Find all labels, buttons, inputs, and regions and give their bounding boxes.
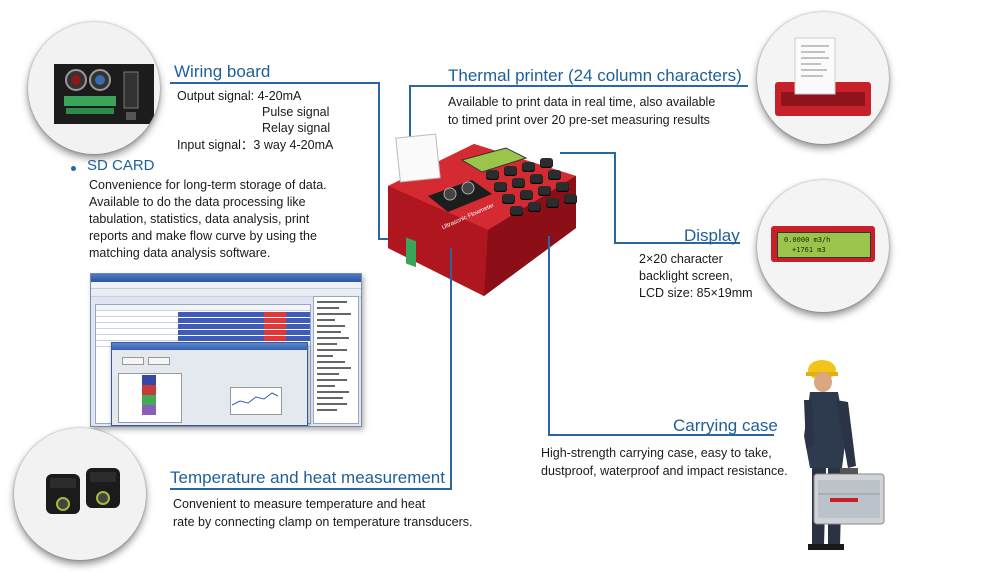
software-menubar bbox=[91, 282, 361, 289]
keypad-key bbox=[486, 170, 499, 180]
sd-card-line-4: reports and make flow curve by using the bbox=[89, 229, 317, 243]
software-side-panel bbox=[313, 296, 359, 424]
carrying-case-connector-vertical bbox=[548, 236, 550, 436]
keypad-key bbox=[522, 162, 535, 172]
lcd-line-1: 0.0000 m3/h bbox=[784, 236, 831, 244]
display-line-3: LCD size: 85×19mm bbox=[639, 286, 753, 300]
temperature-connector bbox=[450, 248, 452, 490]
display-line-1: 2×20 character bbox=[639, 252, 723, 266]
pulse-signal-text: Pulse signal bbox=[262, 105, 330, 119]
keypad-key bbox=[548, 170, 561, 180]
carrying-case-underline bbox=[548, 434, 774, 436]
wiring-board-underline bbox=[170, 82, 379, 84]
display-line-2: backlight screen, bbox=[639, 269, 733, 283]
keypad-key bbox=[528, 202, 541, 212]
keypad-key bbox=[540, 158, 553, 168]
temperature-transducers-image bbox=[46, 468, 120, 514]
keypad-key bbox=[502, 194, 515, 204]
carrying-case-line-1: High-strength carrying case, easy to tak… bbox=[541, 446, 772, 460]
software-toolbar bbox=[91, 289, 361, 297]
thermal-printer-title: Thermal printer (24 column characters) bbox=[448, 66, 742, 85]
carrying-case-title: Carrying case bbox=[673, 416, 778, 435]
keypad-key bbox=[546, 198, 559, 208]
relay-signal-text: Relay signal bbox=[262, 121, 331, 135]
keypad-key bbox=[564, 194, 577, 204]
temperature-underline bbox=[170, 488, 451, 490]
wiring-board-photo bbox=[28, 22, 160, 154]
keypad-key bbox=[520, 190, 533, 200]
sd-card-title: SD CARD bbox=[87, 157, 155, 174]
thermal-printer-photo bbox=[757, 12, 889, 144]
lcd-line-2: +1761 m3 bbox=[792, 246, 826, 254]
worker-with-case-image bbox=[804, 360, 885, 550]
thermal-printer-connector bbox=[409, 85, 411, 141]
keypad-key bbox=[510, 206, 523, 216]
data-analysis-software-screenshot bbox=[90, 273, 362, 427]
keypad-key bbox=[494, 182, 507, 192]
display-title: Display bbox=[684, 226, 740, 245]
wiring-board-image bbox=[54, 64, 154, 124]
keypad-key bbox=[530, 174, 543, 184]
output-signal-text: Output signal: 4-20mA bbox=[177, 89, 302, 103]
sd-card-line-5: matching data analysis software. bbox=[89, 246, 271, 260]
display-connector-horizontal-top bbox=[560, 152, 616, 154]
ultrasonic-flowmeter-device bbox=[388, 133, 576, 296]
temperature-title: Temperature and heat measurement bbox=[170, 468, 445, 487]
sd-card-bullet bbox=[71, 166, 76, 171]
sd-card-line-3: tabulation, statistics, data analysis, p… bbox=[89, 212, 310, 226]
temperature-line-1: Convenient to measure temperature and he… bbox=[173, 497, 426, 511]
keypad-key bbox=[504, 166, 517, 176]
software-settings-dialog bbox=[111, 342, 308, 426]
software-titlebar bbox=[91, 274, 361, 282]
wiring-board-title: Wiring board bbox=[174, 62, 271, 81]
keypad-key bbox=[556, 182, 569, 192]
thermal-printer-image bbox=[775, 37, 871, 116]
thermal-printer-line-1: Available to print data in real time, al… bbox=[448, 95, 716, 109]
display-connector-vertical bbox=[614, 152, 616, 244]
carrying-case-line-2: dustproof, waterproof and impact resista… bbox=[541, 464, 788, 478]
lcd-screen: 0.0000 m3/h +1761 m3 bbox=[777, 232, 871, 258]
thermal-printer-line-2: to timed print over 20 pre-set measuring… bbox=[448, 113, 710, 127]
input-signal-text: Input signal：3 way 4-20mA bbox=[177, 138, 334, 152]
display-photo: 0.0000 m3/h +1761 m3 bbox=[757, 180, 889, 312]
temperature-transducers-photo bbox=[14, 428, 146, 560]
keypad-key bbox=[512, 178, 525, 188]
keypad-key bbox=[538, 186, 551, 196]
temperature-line-2: rate by connecting clamp on temperature … bbox=[173, 515, 473, 529]
thermal-printer-underline bbox=[410, 85, 748, 87]
display-underline bbox=[614, 242, 740, 244]
wiring-board-connector-vertical bbox=[378, 82, 380, 240]
sd-card-line-2: Available to do the data processing like bbox=[89, 195, 306, 209]
sd-card-line-1: Convenience for long-term storage of dat… bbox=[89, 178, 327, 192]
